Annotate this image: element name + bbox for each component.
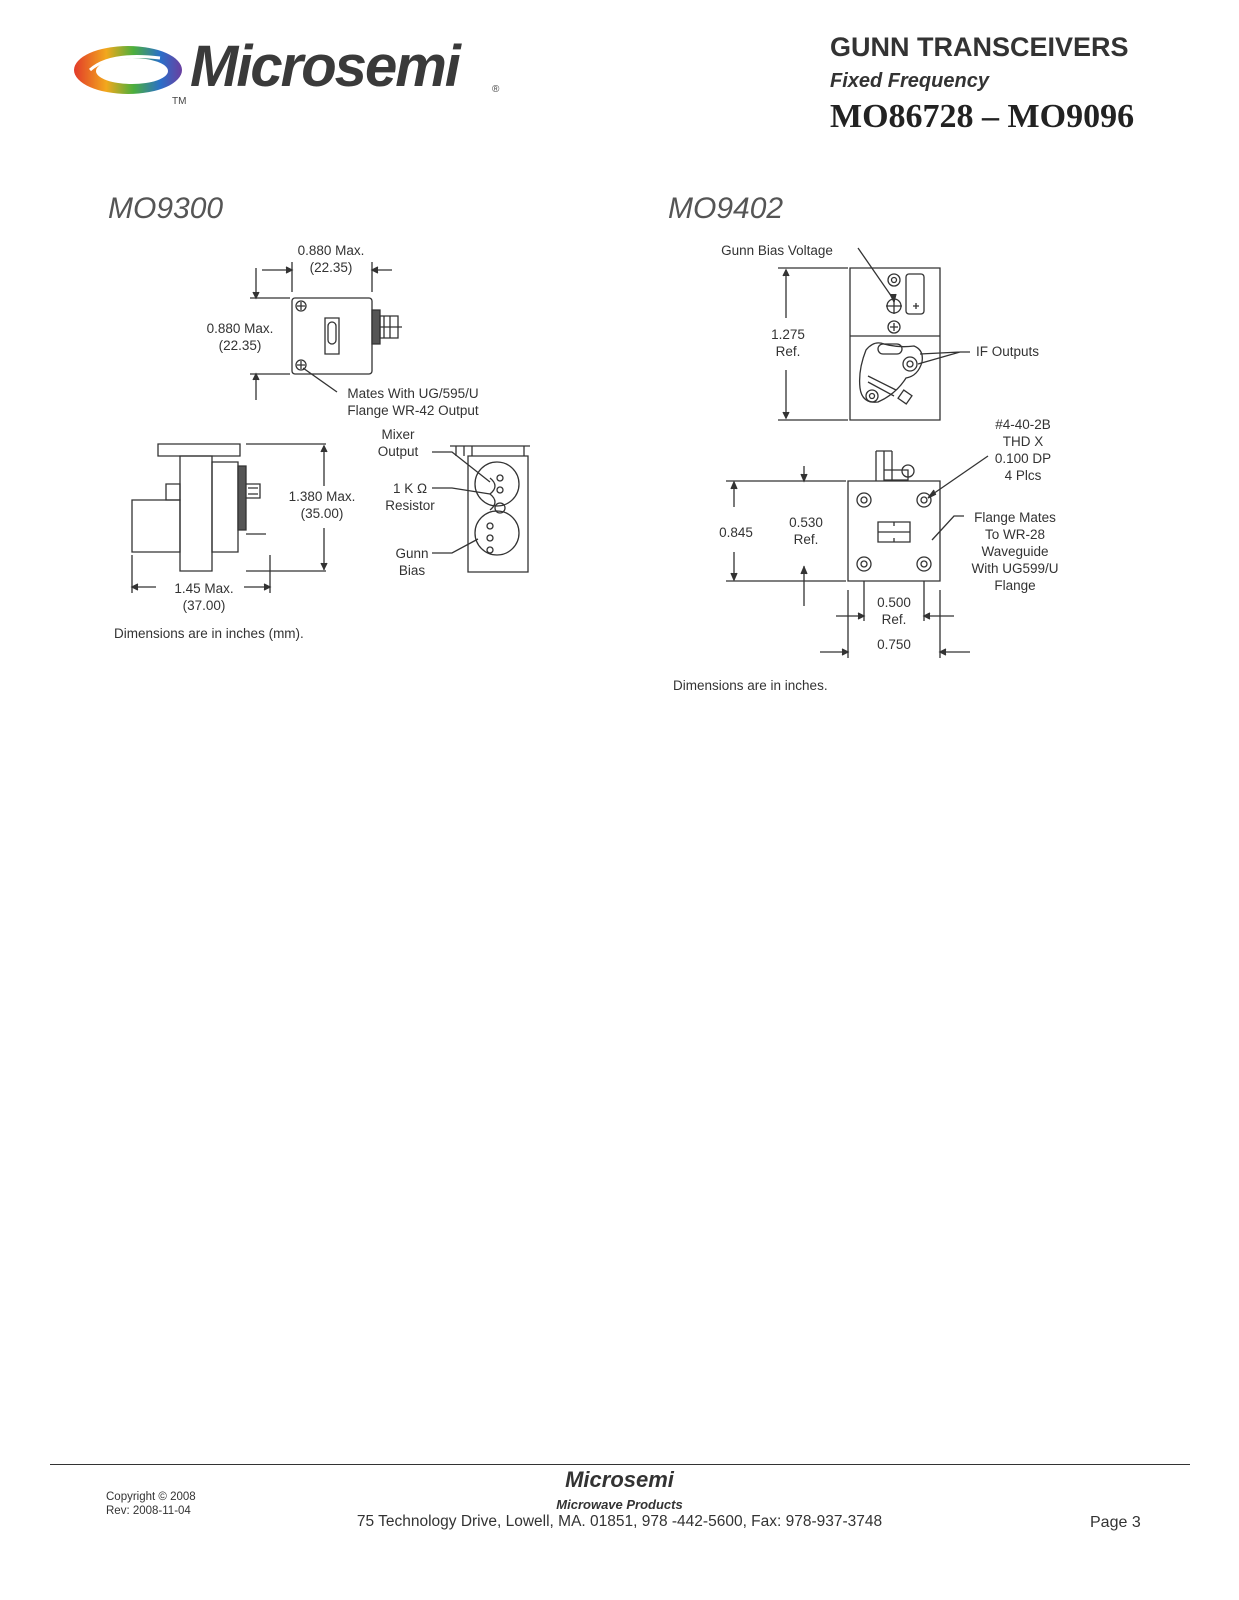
mo9300-width-dim-mm: (22.35) [309,260,353,275]
mo9300-resistor-line2: Resistor [385,498,435,513]
mo9300-mixer-line1: Mixer [381,427,415,442]
mo9402-dim-500-ref: Ref. [881,612,907,627]
mo9300-side-height-mm: (35.00) [300,506,344,521]
mo9300-height-dim: 0.880 Max. [206,321,274,336]
mo9402-dim-845: 0.845 [719,525,753,540]
mo9300-height-dim-mm: (22.35) [218,338,262,353]
footer-address: 75 Technology Drive, Lowell, MA. 01851, … [356,1513,883,1530]
document-title: GUNN TRANSCEIVERS [830,32,1129,62]
model-range: MO86728 – MO9096 [830,98,1135,135]
document-subtitle: Fixed Frequency [830,70,989,92]
mo9402-flange-line5: Flange [994,578,1036,593]
mo9402-note: Dimensions are in inches. [673,678,828,693]
mo9402-dim-500: 0.500 [877,595,911,610]
mo9402-gunn-bias-label: Gunn Bias Voltage [721,243,833,258]
mo9402-height-ref: Ref. [775,344,801,359]
mo9402-thd-line2: THD X [1002,434,1044,449]
mo9402-thd-line4: 4 Plcs [1004,468,1042,483]
mo9300-side-length-mm: (37.00) [182,598,226,613]
page-number: Page 3 [1090,1514,1141,1531]
footer-brand: Microsemi [565,1467,674,1492]
mo9300-mates-line1: Mates With UG/595/U [347,386,479,401]
mo9402-if-outputs: IF Outputs [976,344,1040,359]
mo9300-title: MO9300 [108,192,224,225]
mo9300-mixer-line2: Output [377,444,419,459]
mo9402-dim-530-ref: Ref. [793,532,819,547]
mo9300-gunn-line1: Gunn [395,546,429,561]
mo9300-mates-line2: Flange WR-42 Output [347,403,479,418]
mo9402-title: MO9402 [668,192,784,225]
mo9402-thd-line1: #4-40-2B [995,417,1051,432]
registered-mark: ® [492,84,500,95]
mo9402-flange-line2: To WR-28 [984,527,1045,542]
footer-unit: Microwave Products [556,1497,683,1512]
mo9402-flange-line3: Waveguide [981,544,1049,559]
mo9300-side-length: 1.45 Max. [174,581,234,596]
mo9300-side-height: 1.380 Max. [288,489,356,504]
mo9300-width-dim: 0.880 Max. [297,243,365,258]
mo9300-gunn-line2: Bias [398,563,426,578]
mo9402-flange-line4: With UG599/U [971,561,1059,576]
mo9300-note: Dimensions are in inches (mm). [114,626,304,641]
mo9402-flange-line1: Flange Mates [974,510,1056,525]
brand-wordmark: Microsemi [190,34,461,99]
microsemi-logo-icon [74,46,182,94]
trademark-mark: TM [172,96,187,107]
revision-line: Rev: 2008-11-04 [106,1505,191,1517]
mo9300-resistor-line1: 1 K Ω [392,481,428,496]
mo9402-height-dim: 1.275 [771,327,805,342]
mo9402-dim-750: 0.750 [877,637,911,652]
mo9402-dim-530: 0.530 [789,515,823,530]
copyright-line: Copyright © 2008 [106,1491,196,1503]
footer-copyright: Copyright © 2008 Rev: 2008-11-04 [106,1490,196,1518]
mo9402-thd-line3: 0.100 DP [994,451,1052,466]
footer-divider [50,1464,1190,1465]
